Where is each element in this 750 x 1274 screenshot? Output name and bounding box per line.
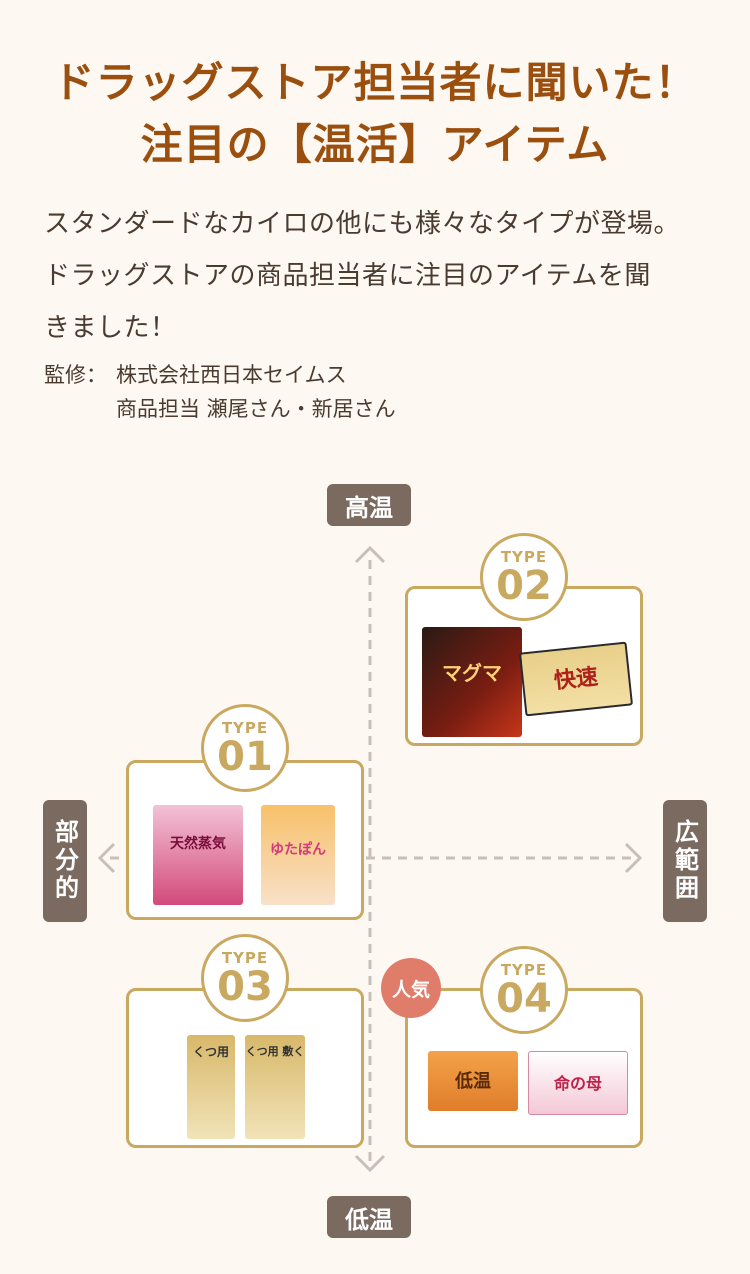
product-kutsuyou-shiku: くつ用 敷く	[245, 1035, 305, 1139]
intro-text: スタンダードなカイロの他にも様々なタイプが登場。 ドラッグストアの商品担当者に注…	[44, 198, 714, 354]
product-yutapon: ゆたぽん	[261, 805, 335, 905]
supervisor-label: 監修：	[44, 363, 107, 387]
product-kaisoku: 快速	[518, 641, 634, 717]
type04-badge: TYPE 04	[480, 946, 568, 1034]
popular-badge: 人気	[381, 958, 441, 1018]
product-inochi-no-haha: 命の母	[528, 1051, 628, 1115]
axis-label-low-temp: 低温	[327, 1196, 411, 1238]
axis-label-wide-range: 広範囲	[663, 800, 707, 922]
type02-badge: TYPE 02	[480, 533, 568, 621]
arrow-down-icon	[354, 1154, 386, 1173]
title-line-1: ドラッグストア担当者に聞いた！	[52, 58, 698, 107]
product-magma: マグマ	[422, 627, 522, 737]
product-tennen-jouki: 天然蒸気	[153, 805, 243, 905]
supervisor-credit: 監修： 株式会社西日本セイムス 商品担当 瀬尾さん・新居さん	[44, 358, 704, 426]
product-kutsuyou: くつ用	[187, 1035, 235, 1139]
arrow-left-icon	[97, 842, 116, 874]
intro-line-3: きました！	[44, 313, 177, 343]
title-line-2: 注目の【温活】アイテム	[140, 120, 610, 169]
intro-line-2: ドラッグストアの商品担当者に注目のアイテムを聞	[44, 261, 651, 291]
arrow-right-icon	[624, 842, 643, 874]
arrow-up-icon	[354, 545, 386, 564]
axis-label-high-temp: 高温	[327, 484, 411, 526]
intro-line-1: スタンダードなカイロの他にも様々なタイプが登場。	[44, 209, 681, 239]
supervisor-persons: 商品担当 瀬尾さん・新居さん	[116, 397, 396, 421]
supervisor-company: 株式会社西日本セイムス	[116, 363, 347, 387]
type01-badge: TYPE 01	[201, 704, 289, 792]
type03-badge: TYPE 03	[201, 934, 289, 1022]
page-title: ドラッグストア担当者に聞いた！ 注目の【温活】アイテム	[0, 52, 750, 176]
product-teion: 低温	[428, 1051, 518, 1111]
axis-label-partial: 部分的	[43, 800, 87, 922]
